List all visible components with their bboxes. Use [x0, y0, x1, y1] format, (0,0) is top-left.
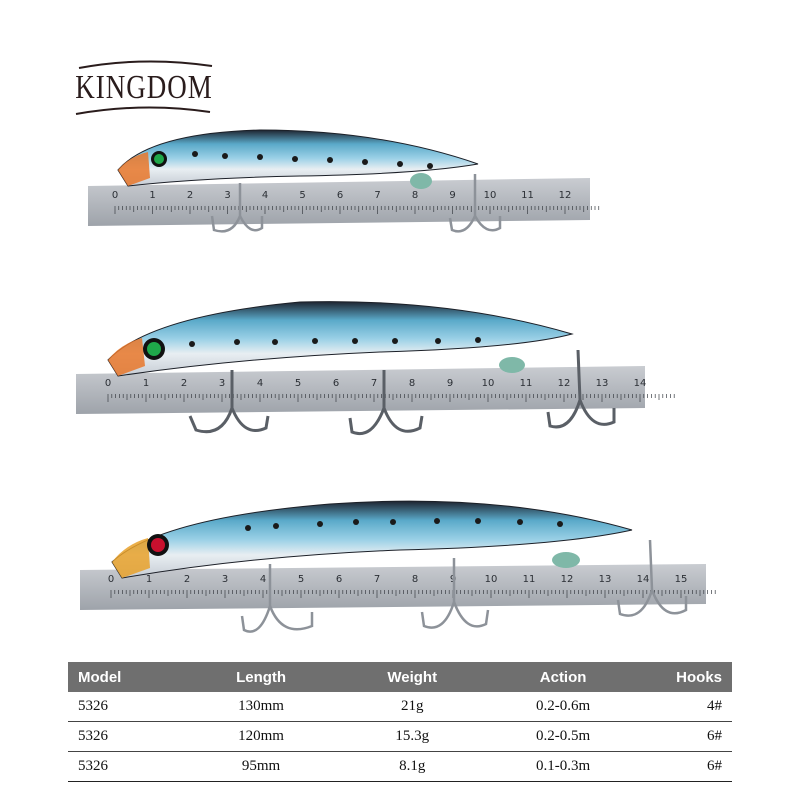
ruler-tick-label: 1 [149, 190, 155, 201]
header-weight: Weight [336, 662, 488, 692]
ruler-tick-label: 7 [374, 574, 380, 585]
cell-action: 0.2-0.6m [487, 692, 639, 722]
ruler-tick-label: 12 [559, 190, 572, 201]
cell-weight: 21g [336, 692, 488, 722]
ruler-tick-label: 0 [105, 378, 111, 389]
cell-model: 5326 [68, 692, 186, 722]
ruler-tick-label: 3 [219, 378, 225, 389]
ruler-tick-label: 12 [558, 378, 571, 389]
ruler-tick-label: 13 [599, 574, 612, 585]
brand-logo: KINGDOM [74, 58, 214, 120]
hook-3c [616, 539, 688, 617]
ruler-tick-label: 4 [262, 190, 268, 201]
cell-length: 120mm [185, 721, 337, 752]
ruler-tick-label: 10 [485, 574, 498, 585]
ruler-tick-label: 15 [675, 574, 688, 585]
table-row: 5326 120mm 15.3g 0.2-0.5m 6# [68, 721, 732, 752]
hook-2a [188, 370, 270, 434]
ruler-tick-label: 9 [447, 378, 453, 389]
hook-1b [448, 174, 502, 233]
ruler-tick-label: 13 [596, 378, 609, 389]
lure-3-eye [151, 538, 165, 552]
ruler-tick-label: 1 [143, 378, 149, 389]
ruler-tick-label: 9 [449, 190, 455, 201]
cell-action: 0.1-0.3m [487, 751, 639, 782]
ruler-tick-label: 5 [299, 190, 305, 201]
hook-1a [210, 183, 264, 233]
ruler-tick-label: 12 [561, 574, 574, 585]
ruler-tick-label: 4 [257, 378, 263, 389]
ruler-tick-label: 14 [634, 378, 647, 389]
cell-length: 95mm [185, 751, 337, 782]
table-row: 5326 130mm 21g 0.2-0.6m 4# [68, 692, 732, 722]
ruler-tick-label: 8 [412, 190, 418, 201]
ruler-tick-label: 2 [181, 378, 187, 389]
ruler-tick-label: 11 [520, 378, 533, 389]
ruler-tick-label: 7 [371, 378, 377, 389]
cell-weight: 15.3g [336, 721, 488, 752]
ruler-tick-label: 4 [260, 574, 266, 585]
header-action: Action [487, 662, 639, 692]
cell-model: 5326 [68, 721, 186, 752]
ruler-tick-label: 11 [521, 190, 534, 201]
ruler-tick-label: 6 [333, 378, 339, 389]
header-hooks: Hooks [638, 662, 732, 692]
ruler-tick-label: 0 [108, 574, 114, 585]
ruler-1 [88, 178, 590, 226]
ruler-tick-label: 10 [482, 378, 495, 389]
logo-text: KINGDOM [75, 68, 213, 106]
ruler-tick-label: 10 [484, 190, 497, 201]
ruler-tick-label: 14 [637, 574, 650, 585]
ruler-tick-label: 5 [298, 574, 304, 585]
table-row: 5326 95mm 8.1g 0.1-0.3m 6# [68, 751, 732, 782]
ruler-tick-label: 8 [409, 378, 415, 389]
lure-2-eye [147, 342, 161, 356]
ruler-tick-label: 6 [336, 574, 342, 585]
ruler-tick-label: 2 [184, 574, 190, 585]
ruler-tick-label: 5 [295, 378, 301, 389]
header-model: Model [68, 662, 186, 692]
spec-table: Model Length Weight Action Hooks 5326 13… [68, 662, 732, 782]
ruler-tick-label: 11 [523, 574, 536, 585]
hook-2b [348, 370, 424, 435]
ruler-tick-label: 3 [224, 190, 230, 201]
ruler-tick-label: 2 [187, 190, 193, 201]
cell-weight: 8.1g [336, 751, 488, 782]
lure-1-eye [154, 154, 164, 164]
ruler-2 [76, 366, 645, 414]
ruler-tick-label: 7 [374, 190, 380, 201]
cell-model: 5326 [68, 751, 186, 782]
hook-3b [420, 558, 490, 629]
cell-action: 0.2-0.5m [487, 721, 639, 752]
ruler-tick-label: 8 [412, 574, 418, 585]
logo-swoosh [75, 60, 213, 115]
cell-hooks: 6# [638, 751, 732, 782]
ruler-tick-label: 0 [112, 190, 118, 201]
ruler-tick-label: 1 [146, 574, 152, 585]
hook-2c [546, 349, 616, 429]
ruler-3 [80, 564, 706, 610]
spec-table-header: Model Length Weight Action Hooks [68, 662, 732, 692]
ruler-tick-label: 6 [337, 190, 343, 201]
hook-3a [240, 564, 314, 633]
cell-hooks: 4# [638, 692, 732, 722]
header-length: Length [185, 662, 337, 692]
cell-hooks: 6# [638, 721, 732, 752]
cell-length: 130mm [185, 692, 337, 722]
ruler-tick-label: 3 [222, 574, 228, 585]
